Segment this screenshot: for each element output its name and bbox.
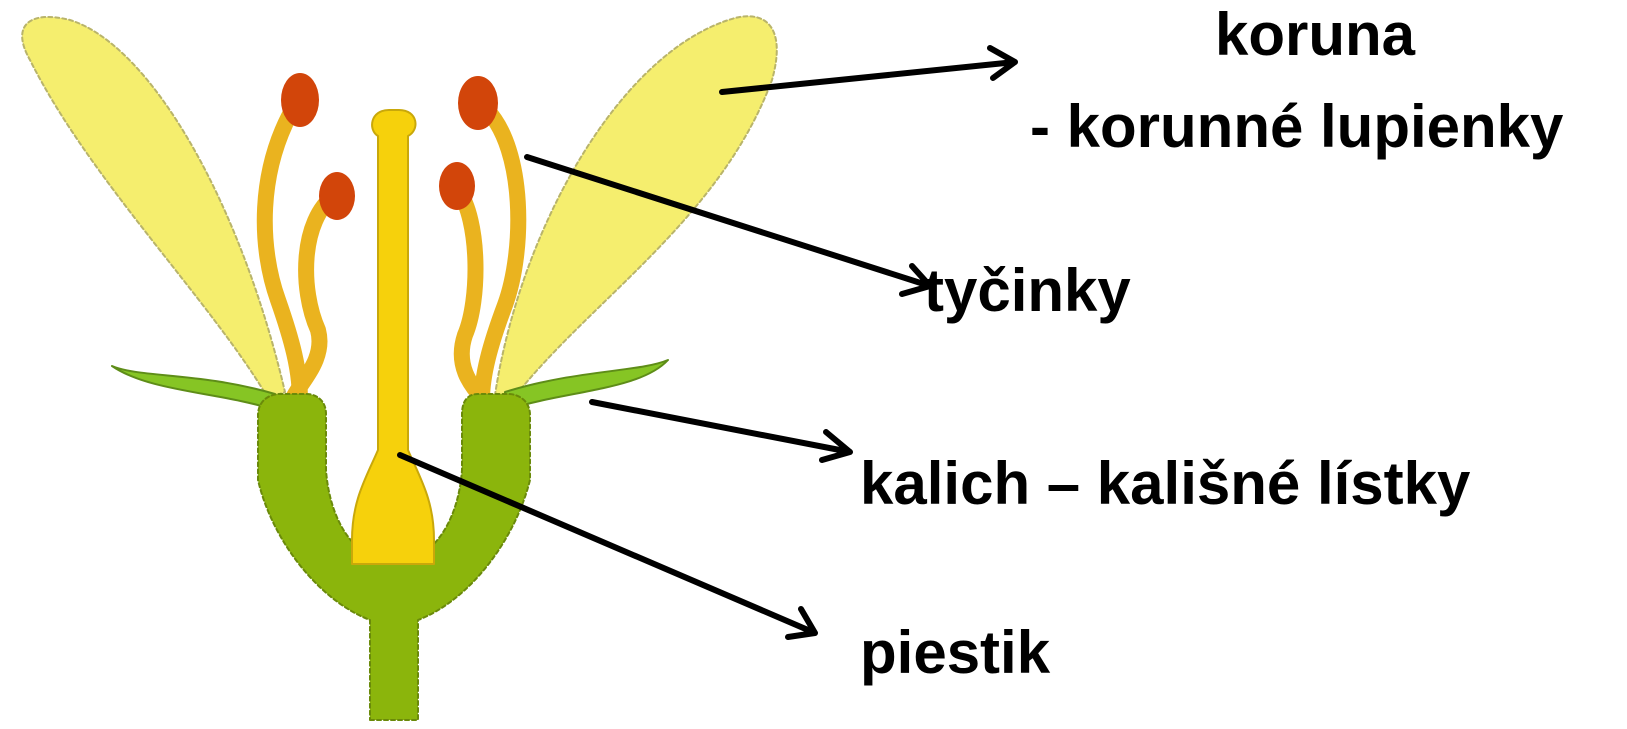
label-tycinky: tyčinky — [924, 258, 1131, 324]
anther-1 — [281, 73, 319, 127]
label-koruna: koruna — [1215, 2, 1415, 68]
label-korunne-lupienky: - korunné lupienky — [1030, 94, 1563, 160]
left-sepal — [112, 366, 275, 410]
anther-3 — [458, 76, 498, 130]
label-kalich: kalich – kališné lístky — [860, 451, 1470, 517]
pistil — [352, 110, 434, 564]
label-piestik: piestik — [860, 620, 1050, 686]
arrow-kalich — [592, 402, 850, 460]
flower — [22, 16, 777, 720]
anther-2 — [319, 172, 355, 220]
right-petal — [495, 16, 777, 400]
left-petal — [22, 17, 285, 398]
anther-4 — [439, 162, 475, 210]
